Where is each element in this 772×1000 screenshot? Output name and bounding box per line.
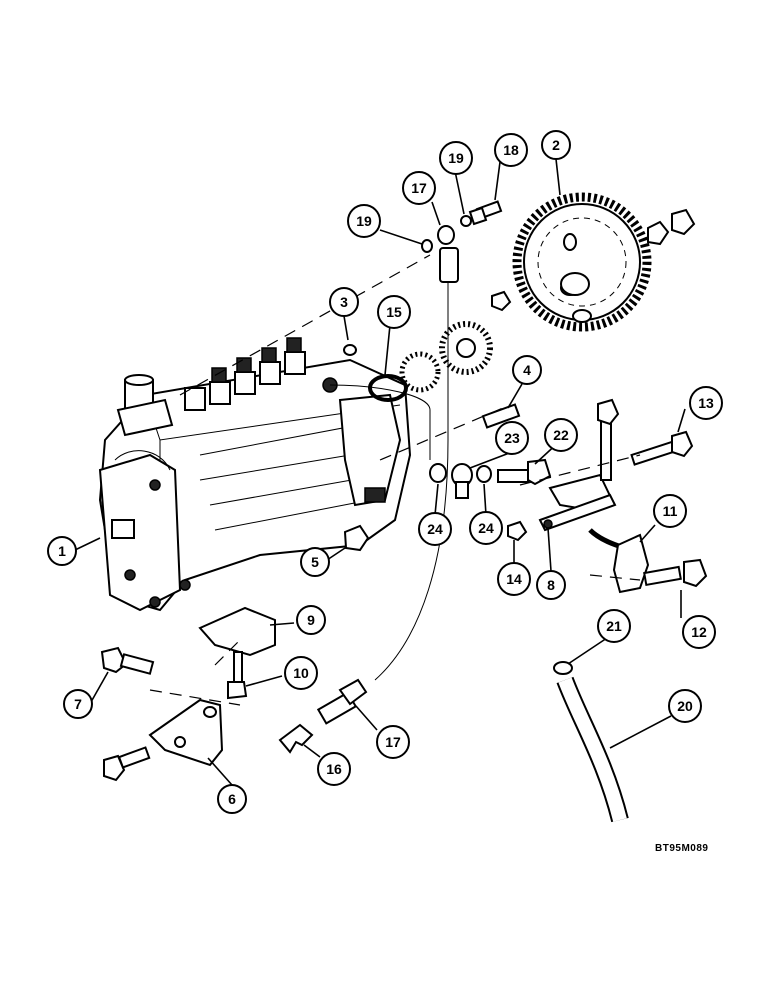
center-fittings [429, 463, 492, 499]
callout-2: 2 [541, 130, 571, 160]
callout-13: 13 [689, 386, 723, 420]
centerline-4 [149, 689, 241, 706]
bolt-13 [630, 430, 694, 466]
centerline-6 [589, 574, 641, 581]
hose [553, 661, 629, 823]
callout-18: 18 [494, 133, 528, 167]
callout-1: 1 [47, 536, 77, 566]
elbow-fitting [278, 723, 314, 754]
callout-9: 9 [296, 605, 326, 635]
callout-6: 6 [217, 784, 247, 814]
stud [481, 403, 521, 429]
fuel-line-upper [329, 384, 431, 460]
svg-text:14: 14 [506, 571, 522, 587]
bolt-lower [103, 746, 151, 782]
callout-10: 10 [284, 656, 318, 690]
banjo-fitting-upper [421, 200, 503, 283]
svg-text:2: 2 [552, 137, 560, 153]
svg-text:19: 19 [448, 150, 464, 166]
svg-text:23: 23 [504, 430, 520, 446]
injection-pump [98, 358, 412, 612]
callout-16: 16 [317, 752, 351, 786]
svg-text:24: 24 [478, 520, 494, 536]
svg-text:9: 9 [307, 612, 315, 628]
centerline-3 [519, 454, 641, 486]
svg-text:5: 5 [311, 554, 319, 570]
clamp [612, 533, 650, 594]
callout-15: 15 [377, 295, 411, 329]
callout-21: 21 [597, 609, 631, 643]
pump-hub [399, 290, 512, 393]
seal-ring [343, 344, 357, 356]
callout-23: 23 [495, 421, 529, 455]
bolt-22 [497, 458, 552, 486]
callout-3: 3 [329, 287, 359, 317]
banjo-fitting-lower [316, 678, 368, 725]
svg-text:20: 20 [677, 698, 693, 714]
svg-text:17: 17 [411, 180, 427, 196]
callout-24-left: 24 [418, 512, 452, 546]
delivery-valves [116, 337, 306, 437]
callout-20: 20 [668, 689, 702, 723]
svg-text:1: 1 [58, 543, 66, 559]
o-ring [368, 374, 408, 402]
callout-14: 14 [497, 562, 531, 596]
svg-text:4: 4 [523, 362, 531, 378]
svg-text:19: 19 [356, 213, 372, 229]
bolt-12 [643, 558, 708, 588]
leader-lines [74, 158, 686, 786]
callout-17-upper: 17 [402, 171, 436, 205]
svg-text:12: 12 [691, 624, 707, 640]
bolt-10 [227, 651, 248, 700]
callout-24-right: 24 [469, 511, 503, 545]
svg-text:8: 8 [547, 577, 555, 593]
callout-22: 22 [544, 418, 578, 452]
svg-text:17: 17 [385, 734, 401, 750]
svg-text:7: 7 [74, 696, 82, 712]
nut-5 [343, 524, 370, 552]
callout-17-lower: 17 [376, 725, 410, 759]
centerline-2 [379, 404, 511, 461]
svg-text:13: 13 [698, 395, 714, 411]
throttle-bracket [538, 398, 626, 551]
centerline-5 [214, 639, 241, 666]
svg-text:11: 11 [663, 503, 678, 519]
svg-text:16: 16 [326, 761, 342, 777]
svg-text:10: 10 [293, 665, 309, 681]
callout-5: 5 [300, 547, 330, 577]
centerline-1 [179, 254, 431, 396]
svg-text:6: 6 [228, 791, 236, 807]
callout-19-right: 19 [439, 141, 473, 175]
svg-text:15: 15 [386, 304, 402, 320]
callout-12: 12 [682, 615, 716, 649]
svg-text:22: 22 [553, 427, 569, 443]
callout-7: 7 [63, 689, 93, 719]
svg-text:24: 24 [427, 521, 443, 537]
support-plate-6 [148, 698, 224, 767]
gear-nuts [647, 208, 696, 246]
svg-text:21: 21 [606, 618, 622, 634]
callout-19-left: 19 [347, 204, 381, 238]
callout-4: 4 [512, 355, 542, 385]
nut-14 [507, 520, 528, 542]
callout-8: 8 [536, 570, 566, 600]
fuel-line [374, 282, 449, 681]
drawing-reference-code: BT95M089 [655, 843, 709, 854]
callout-11: 11 [653, 494, 687, 528]
svg-text:3: 3 [340, 294, 348, 310]
svg-text:18: 18 [503, 142, 519, 158]
bolt-7 [100, 646, 155, 675]
mounting-bracket-9 [198, 606, 276, 657]
drive-gear [512, 192, 652, 332]
